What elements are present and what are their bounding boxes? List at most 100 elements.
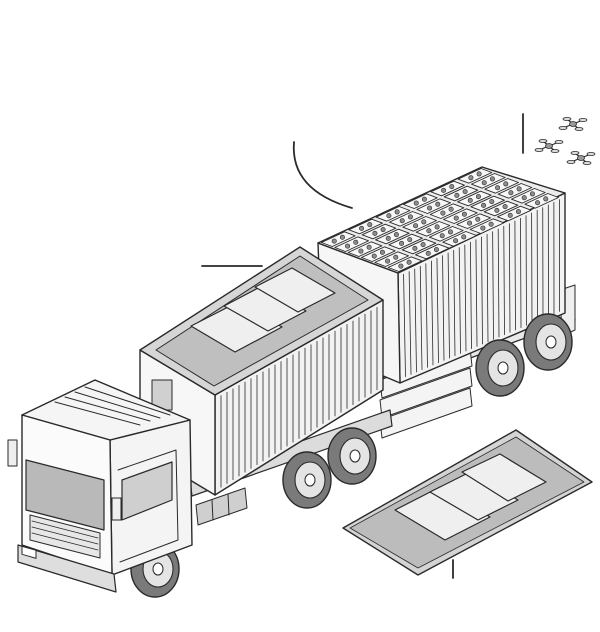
battery-terminal [529,191,535,197]
battery-terminal [412,245,418,251]
battery-cell [483,200,519,217]
battery-terminal [386,213,392,219]
container-rib [514,220,516,331]
roof-solar-panels [190,267,336,353]
battery-cell [375,228,410,245]
battery-terminal [393,232,399,238]
battery-terminal [453,215,459,221]
battery-terminal [507,212,513,218]
battery-cell [456,213,491,229]
battery-cell [321,231,356,247]
battery-terminal [433,247,439,253]
battery-terminal [475,216,481,222]
battery-cell [457,190,492,207]
battery-terminal [407,214,413,220]
battery-cell [470,195,505,212]
battery-terminal [495,185,501,191]
battery-terminal [480,225,486,231]
battery-terminal [502,204,508,210]
battery-cell [348,218,383,235]
battery-terminal [461,211,467,217]
battery-terminal [399,218,405,224]
battery-cell [469,218,505,234]
battery-cell [430,180,465,197]
battery-terminal [475,194,481,200]
battery-cell [403,193,438,209]
battery-terminal [461,234,467,240]
battery-cell [361,223,397,240]
battery-terminal [407,237,413,243]
battery-terminal [516,186,522,192]
container-rib [497,228,500,338]
battery-terminal [366,244,372,250]
battery-terminal [489,199,495,205]
battery-terminal [481,180,487,186]
drone-icon [566,151,596,165]
battery-terminal [425,250,431,256]
battery-terminal [462,189,468,195]
battery-terminal [467,197,473,203]
battery-terminal [488,221,494,227]
battery-terminal [467,220,473,226]
battery-terminal [421,196,427,202]
battery-terminal [353,239,359,245]
container-rib [492,231,494,340]
battery-terminal [358,248,364,254]
battery-terminal [543,196,549,202]
battery-terminal [427,205,433,211]
battery-cell [511,188,546,204]
battery-cell [374,251,409,267]
battery-terminal [481,202,487,208]
battery-terminal [435,201,441,207]
battery-cell [387,256,423,272]
container-rib [469,241,472,350]
battery-terminal [441,187,447,193]
container-ribs [220,306,378,488]
battery-terminal [426,228,432,234]
battery-cell [442,231,477,247]
battery-cell [429,203,465,219]
callout-arc-battery [292,141,353,209]
battery-cell-grid [321,168,559,272]
container-rib [408,271,412,375]
battery-cell [415,243,450,260]
callout-lines [201,113,524,579]
wheel-center-cap [304,473,316,487]
battery-terminal [503,181,509,187]
grille-slats [31,520,99,551]
battery-terminal [515,209,521,215]
drone-swarm [534,117,596,165]
battery-terminal [399,240,405,246]
battery-terminal [489,176,495,182]
battery-terminal [345,243,351,249]
wheel-center-cap [349,449,361,463]
battery-cell [443,208,478,224]
battery-terminal [371,253,377,259]
battery-terminal [454,192,460,198]
battery-cell [361,246,396,262]
battery-cell [416,198,451,214]
battery-terminal [449,184,455,190]
drone-icon [534,139,564,153]
battery-terminal [421,219,427,225]
container-rib [447,252,450,359]
battery-terminal [359,225,365,231]
battery-terminal [385,258,391,264]
battery-terminal [367,222,373,228]
battery-cell [334,236,369,252]
container-rib [414,268,417,373]
battery-cell [375,206,411,222]
battery-cell [429,226,464,242]
battery-cell [402,216,437,232]
battery-terminal [453,238,459,244]
battery-terminal [413,223,419,229]
container-rib [430,260,434,366]
ground-solar-panel [342,429,593,576]
battery-terminal [372,230,378,236]
battery-terminal [440,210,446,216]
wheel-center-cap [152,562,164,576]
battery-cell [484,178,519,194]
container-rib [403,273,406,378]
battery-cell [497,205,532,222]
